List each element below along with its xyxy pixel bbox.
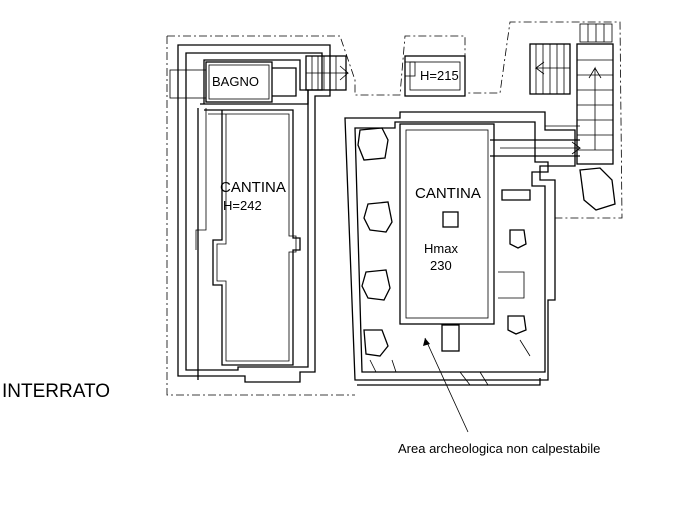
room-hmax-value: 230: [430, 258, 452, 273]
room-height-cantina-left: H=242: [223, 198, 262, 213]
annotation-archaeological-area: Area archeologica non calpestabile: [398, 441, 600, 456]
archaeological-rubble: [357, 127, 616, 373]
right-block-walls: [344, 111, 576, 386]
building-outline: [166, 21, 623, 396]
h215-box: [404, 55, 466, 97]
stair-left: [305, 55, 350, 91]
corridor-arrows: [490, 125, 582, 157]
bagno-box: [169, 61, 297, 103]
room-hmax-label: Hmax: [424, 241, 458, 256]
stair-right: [529, 23, 614, 165]
right-cantina-room: [399, 123, 495, 352]
left-cantina-room: [195, 59, 309, 380]
room-label-cantina-left: CANTINA: [220, 179, 286, 196]
room-label-h215: H=215: [420, 68, 459, 83]
floor-title: INTERRATO: [2, 381, 110, 402]
left-block-walls: [177, 44, 331, 383]
room-label-bagno: BAGNO: [212, 74, 259, 89]
annotation-leader: [423, 337, 469, 433]
room-label-cantina-right: CANTINA: [415, 185, 481, 202]
